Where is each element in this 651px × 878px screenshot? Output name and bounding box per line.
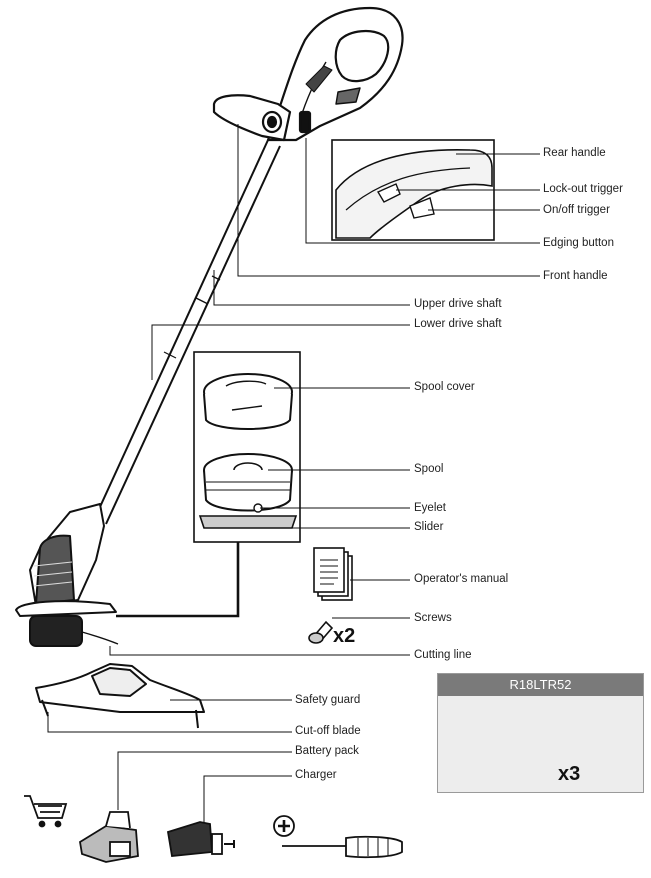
label-rear-handle: Rear handle [543,147,606,159]
rear-handle-zoom [331,139,495,241]
label-lower-drive-shaft: Lower drive shaft [414,318,502,330]
label-battery-pack: Battery pack [295,745,359,757]
shopping-cart-icon [24,795,68,828]
label-onoff-trigger: On/off trigger [543,204,610,216]
label-eyelet: Eyelet [414,502,446,514]
label-operators-manual: Operator's manual [414,573,509,585]
label-spool: Spool [414,463,444,475]
label-lockout-trigger: Lock-out trigger [543,183,623,195]
label-cutoff-blade: Cut-off blade [295,725,361,737]
drive-shaft [93,139,281,525]
screw-icon [308,620,334,644]
spool-zoom [193,351,301,543]
kit-box: R18LTR52 [437,673,644,793]
spool-connector [116,542,240,618]
charger-icon [166,821,235,857]
screwdriver-icon [282,835,403,859]
label-front-handle: Front handle [543,270,608,282]
label-charger: Charger [295,769,337,781]
label-safety-guard: Safety guard [295,694,361,706]
label-screws: Screws [414,612,452,624]
plus-icon [273,815,295,837]
kit-spool-quantity: x3 [558,763,581,785]
label-cutting-line: Cutting line [414,649,472,661]
trimmer-head [15,503,119,647]
kit-model-title: R18LTR52 [438,674,643,696]
label-slider: Slider [414,521,444,533]
battery-icon [79,811,139,863]
manual-icon [313,547,353,601]
screws-quantity: x2 [333,625,356,647]
label-edging-button: Edging button [543,237,614,249]
handle-assembly [212,6,404,142]
safety-guard [35,663,205,729]
label-spool-cover: Spool cover [414,381,475,393]
label-upper-drive-shaft: Upper drive shaft [414,298,502,310]
leader-lines [47,124,540,822]
